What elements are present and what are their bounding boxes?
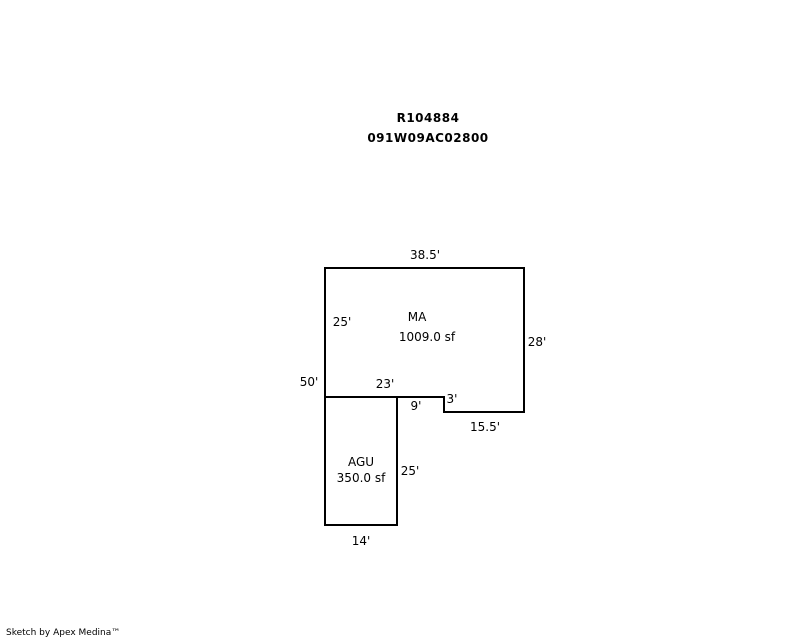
agu-outline (324, 396, 398, 526)
dim-overall-left: 50' (300, 375, 319, 389)
dim-ma-bottom-right: 15.5' (470, 420, 500, 434)
dim-ma-right: 28' (528, 335, 547, 349)
dim-agu-top-right: 9' (411, 399, 422, 413)
dim-ma-left-inner: 25' (333, 315, 352, 329)
ma-code-label: MA (408, 310, 427, 324)
dim-ma-bottom-left: 23' (376, 377, 395, 391)
sketch-credit: Sketch by Apex Medina™ (6, 628, 121, 638)
parcel-id: R104884 (396, 111, 460, 125)
agu-area-label: 350.0 sf (337, 471, 386, 485)
ma-area-label: 1009.0 sf (399, 330, 456, 344)
agu-code-label: AGU (348, 455, 374, 469)
map-number: 091W09AC02800 (367, 131, 489, 145)
dim-ma-top: 38.5' (410, 248, 440, 262)
dim-agu-right: 25' (401, 464, 420, 478)
dim-ma-step-down: 3' (447, 392, 458, 406)
dim-agu-bottom: 14' (352, 534, 371, 548)
